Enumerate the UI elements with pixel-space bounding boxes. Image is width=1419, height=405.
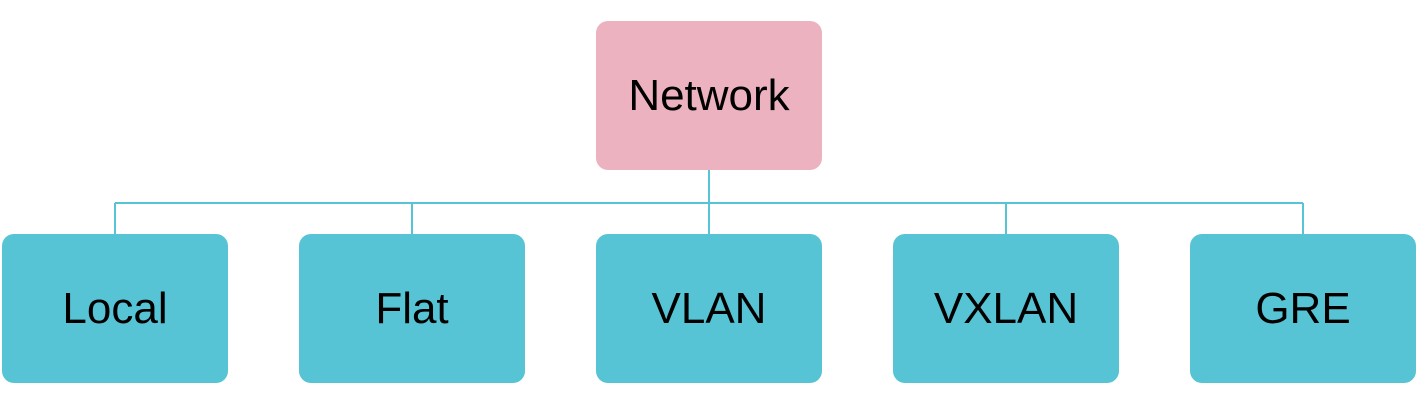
vlan-node: VLAN: [596, 234, 822, 383]
flat-node: Flat: [299, 234, 525, 383]
network-root-label: Network: [628, 70, 790, 120]
network-root-node: Network: [596, 21, 822, 170]
gre-node: GRE: [1190, 234, 1416, 383]
vxlan-label: VXLAN: [933, 283, 1079, 333]
vlan-label: VLAN: [651, 283, 767, 333]
vxlan-node: VXLAN: [893, 234, 1119, 383]
gre-label: GRE: [1255, 283, 1351, 333]
flat-label: Flat: [375, 283, 449, 333]
local-label: Local: [62, 283, 168, 333]
local-node: Local: [2, 234, 228, 383]
